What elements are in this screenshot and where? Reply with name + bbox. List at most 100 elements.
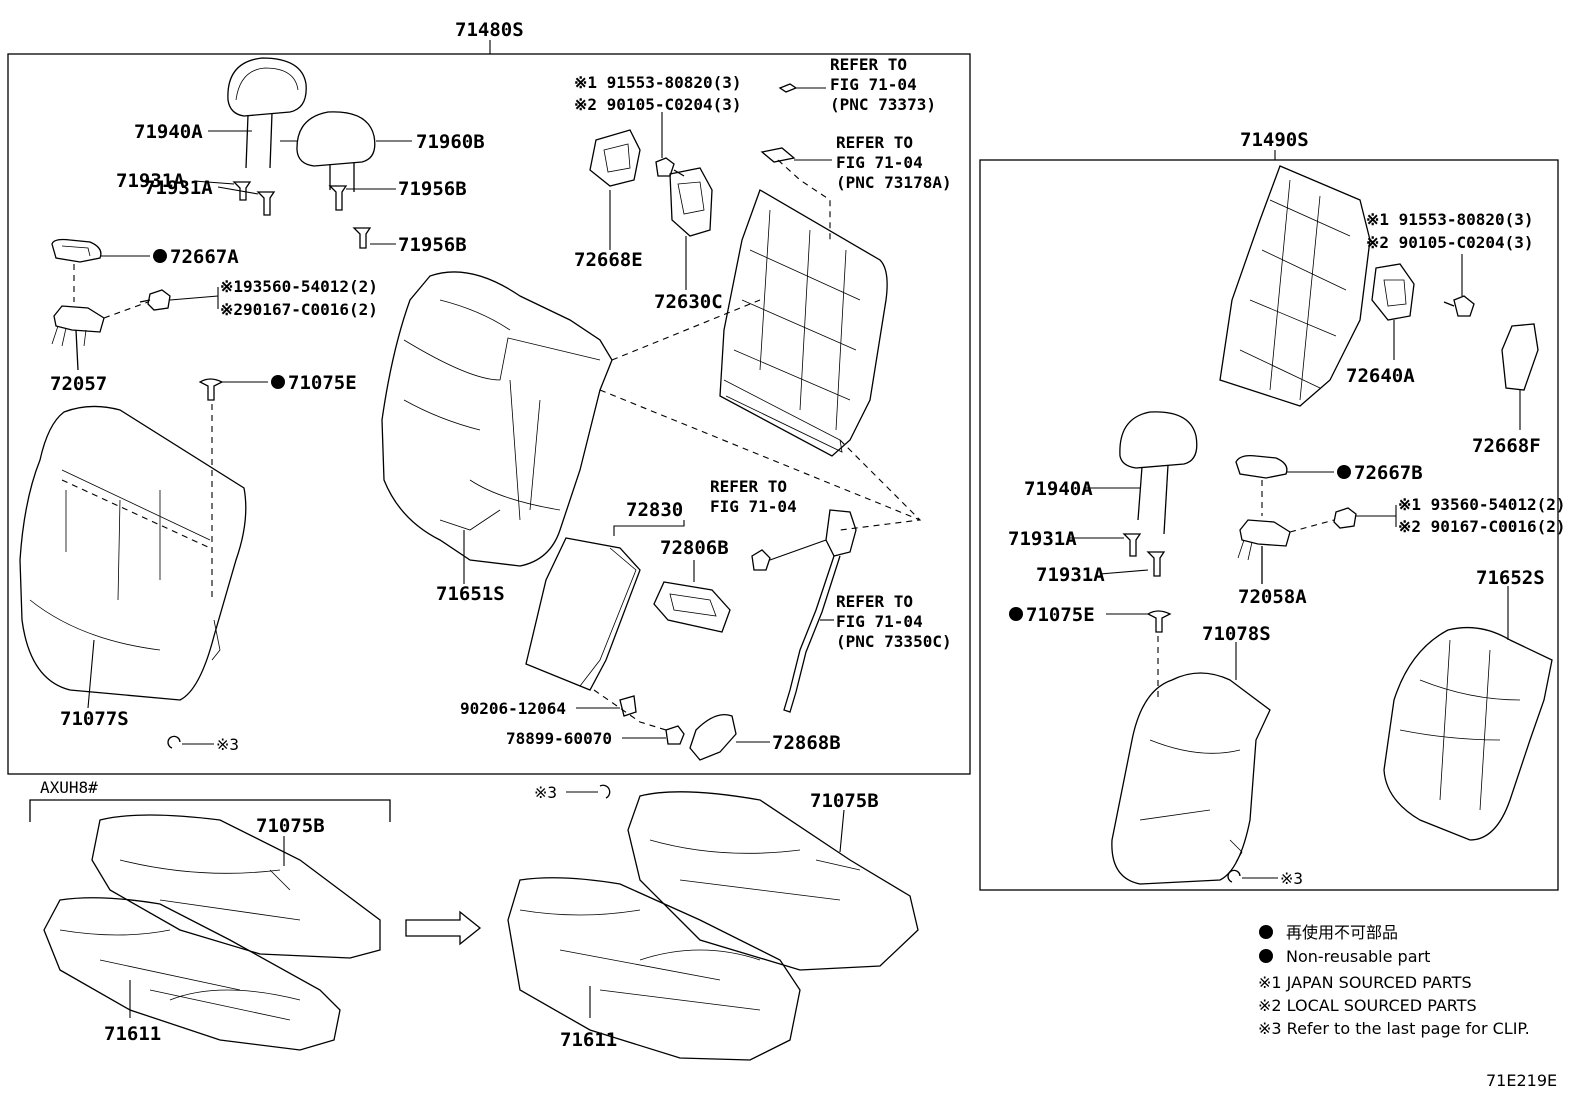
- seat-cushion-71611-left: [43, 897, 341, 1051]
- label-71931a-2: 71931A: [144, 177, 213, 199]
- label-93560-left: ※193560-54012(2): [220, 277, 378, 296]
- seat-cushion-71075b-left: [91, 814, 381, 959]
- label-90105-right: ※2 90105-C0204(3): [1366, 233, 1534, 252]
- label-91553-left: ※1 91553-80820(3): [574, 73, 742, 92]
- label-71077s: 71077S: [60, 708, 129, 730]
- non-reusable-dot: [271, 375, 285, 389]
- label-72058a: 72058A: [1238, 586, 1307, 608]
- clip-71075e-right: [1146, 610, 1172, 633]
- label-90167-left: ※290167-C0016(2): [220, 300, 378, 319]
- label-72668f: 72668F: [1472, 435, 1541, 457]
- model-label: AXUH8#: [40, 778, 98, 797]
- headrest-guide-71956b: [328, 185, 372, 249]
- label-71075b-right: 71075B: [810, 790, 879, 812]
- seatback-frame: [719, 189, 888, 457]
- label-72640a: 72640A: [1346, 365, 1415, 387]
- label-71611-left: 71611: [104, 1023, 161, 1045]
- hinge-72640a: [1371, 263, 1415, 321]
- lock-72057: [51, 305, 105, 371]
- model-bracket: [29, 799, 391, 822]
- seatback-71651s: [381, 271, 613, 567]
- bolt-78899: [665, 725, 685, 745]
- armrest-72830: [525, 537, 641, 691]
- figure-code: 71E219E: [1486, 1071, 1557, 1090]
- legend-line-2: Non-reusable part: [1286, 947, 1430, 966]
- label-71960b: 71960B: [416, 131, 485, 153]
- clip-note-bottom: ※3: [534, 783, 557, 802]
- label-71956b-1: 71956B: [398, 178, 467, 200]
- legend-line-3: ※1 JAPAN SOURCED PARTS: [1258, 973, 1472, 992]
- hinge-cover-72668e: [589, 129, 641, 187]
- right-group-label: 71490S: [1240, 129, 1309, 151]
- label-72630c: 72630C: [654, 291, 723, 313]
- refer-note-2-line2: FIG 71-04: [836, 153, 923, 172]
- clip-symbol: [599, 784, 611, 799]
- non-reusable-dot: [1337, 465, 1351, 479]
- seat-belt: [751, 509, 857, 713]
- label-72830: 72830: [626, 499, 683, 521]
- label-71611-right: 71611: [560, 1029, 617, 1051]
- clip-symbol: [1227, 869, 1241, 883]
- refer-note-2-line1: REFER TO: [836, 133, 913, 152]
- clip-symbol: [167, 735, 181, 749]
- bolt-91553-right: [1443, 295, 1475, 317]
- refer-note-1-line2: FIG 71-04: [830, 75, 917, 94]
- label-71078s: 71078S: [1202, 623, 1271, 645]
- arrow-right: [405, 910, 482, 946]
- label-71652s: 71652S: [1476, 567, 1545, 589]
- label-71075b-left: 71075B: [256, 815, 325, 837]
- legend-line-1: 再使用不可部品: [1286, 923, 1398, 942]
- label-72667a: 72667A: [170, 246, 239, 268]
- cover-72667b: [1235, 454, 1288, 479]
- seatback-frame-right: [1219, 165, 1371, 407]
- label-71075e-right: 71075E: [1026, 604, 1095, 626]
- headrest-71960b: [296, 111, 376, 192]
- label-71651s: 71651S: [436, 583, 505, 605]
- refer-note-1-line1: REFER TO: [830, 55, 907, 74]
- label-93560-right: ※1 93560-54012(2): [1398, 495, 1566, 514]
- cover-72868b: [689, 713, 737, 761]
- seatback-cover-71077s: [19, 405, 247, 701]
- label-71940a-right: 71940A: [1024, 478, 1093, 500]
- label-71931a-right-2: 71931A: [1036, 564, 1105, 586]
- seatback-71652s: [1383, 626, 1553, 841]
- label-71075e-left: 71075E: [288, 372, 357, 394]
- seatback-cover-71078s: [1111, 672, 1271, 885]
- hinge-cover-72668f: [1501, 323, 1539, 391]
- refer-note-4-line1: REFER TO: [836, 592, 913, 611]
- left-group-label: 71480S: [455, 19, 524, 41]
- non-reusable-dot: [1009, 607, 1023, 621]
- label-72806b: 72806B: [660, 537, 729, 559]
- refer-note-2-line3: (PNC 73178A): [836, 173, 952, 192]
- seat-cushion-71075b-right: [627, 791, 919, 971]
- legend-dot-2: [1259, 949, 1273, 963]
- label-78899: 78899-60070: [506, 729, 612, 748]
- legend-dot-1: [1259, 925, 1273, 939]
- cover-72667a: [51, 238, 102, 263]
- bolt-93560-right: [1333, 507, 1357, 529]
- non-reusable-dot: [153, 249, 167, 263]
- clip-71075e: [198, 378, 224, 401]
- right-group-frame: [979, 159, 1559, 891]
- refer-note-1-line3: (PNC 73373): [830, 95, 936, 114]
- hinge-72630c: [669, 167, 713, 237]
- headrest-71940a-right: [1119, 411, 1198, 535]
- bolt-93560: [139, 289, 171, 311]
- left-group-frame: [7, 53, 971, 775]
- bolt-91553: [655, 157, 685, 177]
- label-71931a-1: 71931A: [116, 170, 185, 192]
- legend-line-5: ※3 Refer to the last page for CLIP.: [1258, 1019, 1530, 1038]
- label-90105-left: ※2 90105-C0204(3): [574, 95, 742, 114]
- headrest-71940a: [227, 57, 307, 169]
- refer-note-3-line1: REFER TO: [710, 477, 787, 496]
- seat-cushion-71611-right: [507, 877, 801, 1061]
- label-90167-right: ※2 90167-C0016(2): [1398, 517, 1566, 536]
- label-72667b: 72667B: [1354, 462, 1423, 484]
- label-91553-right: ※1 91553-80820(3): [1366, 210, 1534, 229]
- refer-note-4-line2: FIG 71-04: [836, 612, 923, 631]
- legend-line-4: ※2 LOCAL SOURCED PARTS: [1258, 996, 1477, 1015]
- label-72668e: 72668E: [574, 249, 643, 271]
- clip-note-right: ※3: [1280, 869, 1303, 888]
- label-90206: 90206-12064: [460, 699, 566, 718]
